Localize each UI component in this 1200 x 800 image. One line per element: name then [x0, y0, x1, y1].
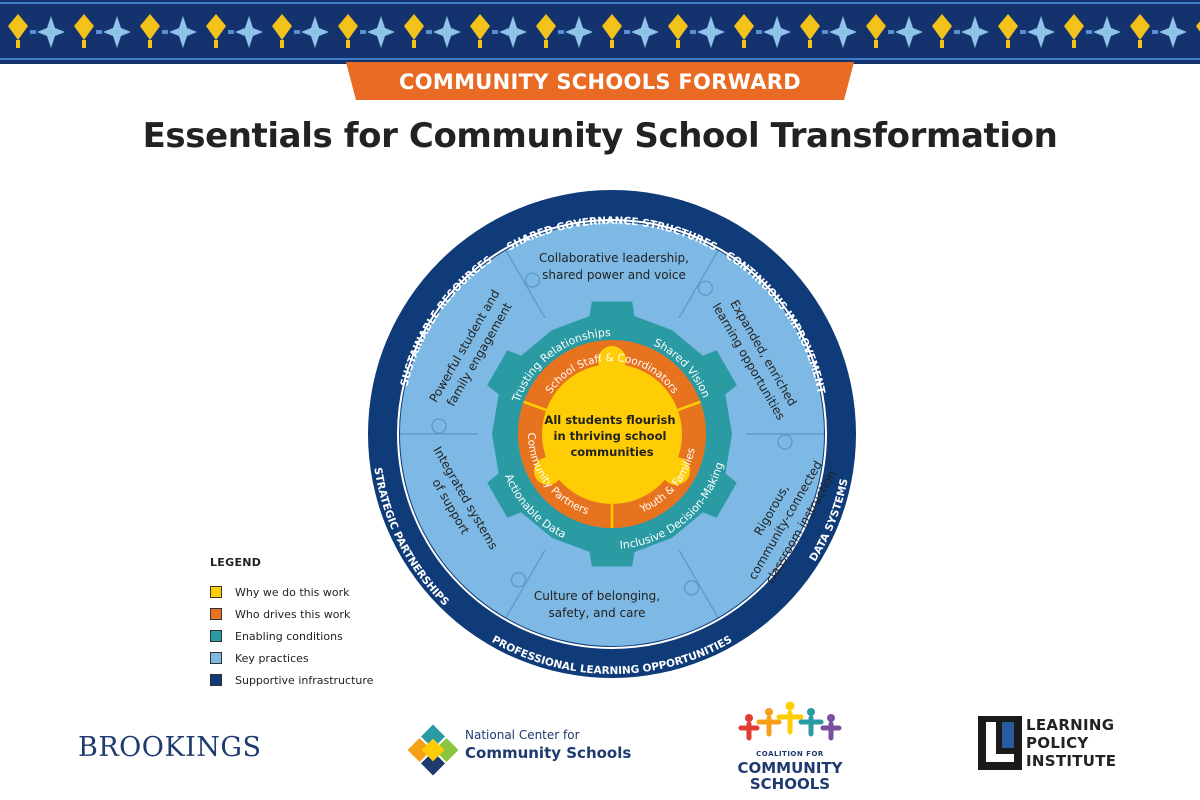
- cfcs-logo: COALITION FOR COMMUNITY SCHOOLS: [735, 698, 855, 793]
- banner-motif-icon: [470, 14, 527, 48]
- banner-motif-icon: [536, 14, 593, 48]
- legend-swatch: [210, 586, 222, 598]
- center-text: All students flourish in thriving school…: [544, 413, 679, 459]
- banner-motif-icon: [338, 14, 395, 48]
- cfcs-line2: COMMUNITY: [737, 759, 843, 777]
- banner-motif-icon: [404, 14, 461, 48]
- legend-title: LEGEND: [210, 556, 262, 569]
- banner-motif-icon: [602, 14, 659, 48]
- center-bump: [598, 346, 626, 374]
- legend-swatch: [210, 608, 222, 620]
- legend: LEGEND Why we do this work Who drives th…: [210, 556, 410, 691]
- banner-motif-icon: [272, 14, 329, 48]
- banner-motif-icon: [932, 14, 989, 48]
- cfcs-line3: SCHOOLS: [749, 775, 831, 793]
- legend-label: Supportive infrastructure: [235, 673, 374, 687]
- lpi-mark-icon: [978, 716, 1022, 770]
- lpi-line2: POLICY: [1026, 734, 1089, 752]
- puzzle-knob: [777, 434, 793, 450]
- brookings-logo: BROOKINGS: [78, 732, 262, 763]
- puzzle-divider: [678, 549, 719, 618]
- page-title: Essentials for Community School Transfor…: [142, 116, 1058, 156]
- banner-motif-icon: [734, 14, 791, 48]
- banner-motif-icon: [140, 14, 197, 48]
- ncfcs-line1: National Center for: [465, 728, 580, 742]
- lpi-logo: LEARNING POLICY INSTITUTE: [978, 716, 1138, 776]
- puzzle-knob: [431, 418, 447, 434]
- who-divider: [677, 400, 701, 412]
- center-bump: [662, 457, 691, 485]
- legend-label: Enabling conditions: [235, 629, 343, 643]
- puzzle-knob: [697, 280, 714, 296]
- banner-motif-icon: [668, 14, 725, 48]
- why-center-circle: [542, 364, 682, 504]
- banner-motif-icon: [206, 14, 263, 48]
- banner-motif-icon: [1064, 14, 1121, 48]
- practice-collaborative-leadership: Collaborative leadership,shared power an…: [539, 251, 689, 282]
- cfcs-line1: COALITION FOR: [756, 750, 824, 758]
- header-tab-label: COMMUNITY SCHOOLS FORWARD: [399, 70, 801, 94]
- legend-item-enabling: Enabling conditions: [210, 625, 410, 647]
- ncfcs-mark-icon: [407, 724, 459, 776]
- legend-item-supportive: Supportive infrastructure: [210, 669, 410, 691]
- puzzle-divider: [678, 250, 719, 319]
- lpi-line3: INSTITUTE: [1026, 752, 1117, 770]
- legend-swatch: [210, 652, 222, 664]
- puzzle-knob: [524, 272, 541, 288]
- legend-label: Key practices: [235, 651, 309, 665]
- lpi-line1: LEARNING: [1026, 716, 1115, 734]
- legend-label: Why we do this work: [235, 585, 350, 599]
- header-tab-shape: [346, 62, 854, 100]
- legend-item-key: Key practices: [210, 647, 410, 669]
- legend-swatch: [210, 674, 222, 686]
- puzzle-knob: [683, 580, 700, 596]
- center-bump: [533, 457, 562, 485]
- banner-motif-icon: [866, 14, 923, 48]
- people-chain-icon: [738, 701, 842, 741]
- ncfcs-line2: Community Schools: [465, 744, 632, 762]
- legend-swatch: [210, 630, 222, 642]
- banner-motif-icon: [1130, 14, 1187, 48]
- decorative-banner: [0, 0, 1200, 64]
- legend-item-why: Why we do this work: [210, 581, 410, 603]
- banner-motif-icon: [1196, 21, 1200, 32]
- banner-motif-icon: [74, 14, 131, 48]
- who-divider: [523, 400, 547, 412]
- puzzle-divider: [505, 250, 546, 319]
- banner-motif-icon: [998, 14, 1055, 48]
- practice-culture-belonging: Culture of belonging,safety, and care: [534, 589, 660, 620]
- banner-motif-icon: [8, 14, 65, 48]
- legend-item-who: Who drives this work: [210, 603, 410, 625]
- ncfcs-logo: National Center for Community Schools: [405, 720, 631, 780]
- puzzle-divider: [505, 549, 546, 618]
- legend-label: Who drives this work: [235, 607, 351, 621]
- banner-motif-icon: [800, 14, 857, 48]
- puzzle-knob: [510, 572, 527, 588]
